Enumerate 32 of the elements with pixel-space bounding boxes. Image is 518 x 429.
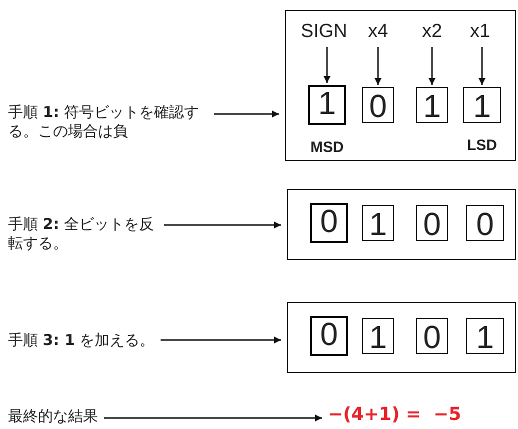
digit-position-label: LSD	[467, 136, 497, 156]
bit-cell: 0	[466, 205, 504, 241]
bit-panel	[287, 189, 516, 260]
sign-bit-cell: 0	[310, 316, 348, 356]
arrow	[478, 47, 486, 85]
bit-cell: 1	[416, 87, 448, 123]
arrow	[374, 47, 382, 85]
step-text: 手順 1: 符号ビットを確認する。この場合は負	[8, 103, 208, 141]
bit-weight-label: SIGN	[296, 21, 352, 45]
bit-cell: 1	[362, 318, 394, 354]
arrow	[164, 222, 281, 228]
bit-weight-label: x4	[362, 21, 394, 45]
bit-cell: 1	[466, 318, 504, 354]
digit-position-label: MSD	[310, 138, 344, 158]
step-text: 手順 3: 1 を加える。	[8, 331, 155, 350]
bit-cell: 1	[362, 205, 394, 241]
bit-cell: 0	[416, 318, 448, 354]
bit-panel	[287, 302, 516, 373]
arrow	[428, 47, 436, 85]
step-text: 手順 2: 全ビットを反転する。	[8, 215, 158, 253]
bit-panel	[285, 10, 516, 161]
result-text: −(4+1) = −5	[328, 404, 462, 425]
arrow	[214, 110, 279, 118]
bit-weight-label: x1	[464, 21, 496, 45]
bit-cell: 0	[362, 87, 394, 123]
arrow	[104, 414, 322, 422]
sign-bit-cell: 0	[310, 203, 348, 243]
arrow	[160, 336, 281, 344]
step-text: 最終的な結果	[8, 407, 98, 426]
bit-cell: 0	[416, 205, 448, 241]
arrow	[324, 47, 330, 83]
bit-weight-label: x2	[416, 21, 448, 45]
